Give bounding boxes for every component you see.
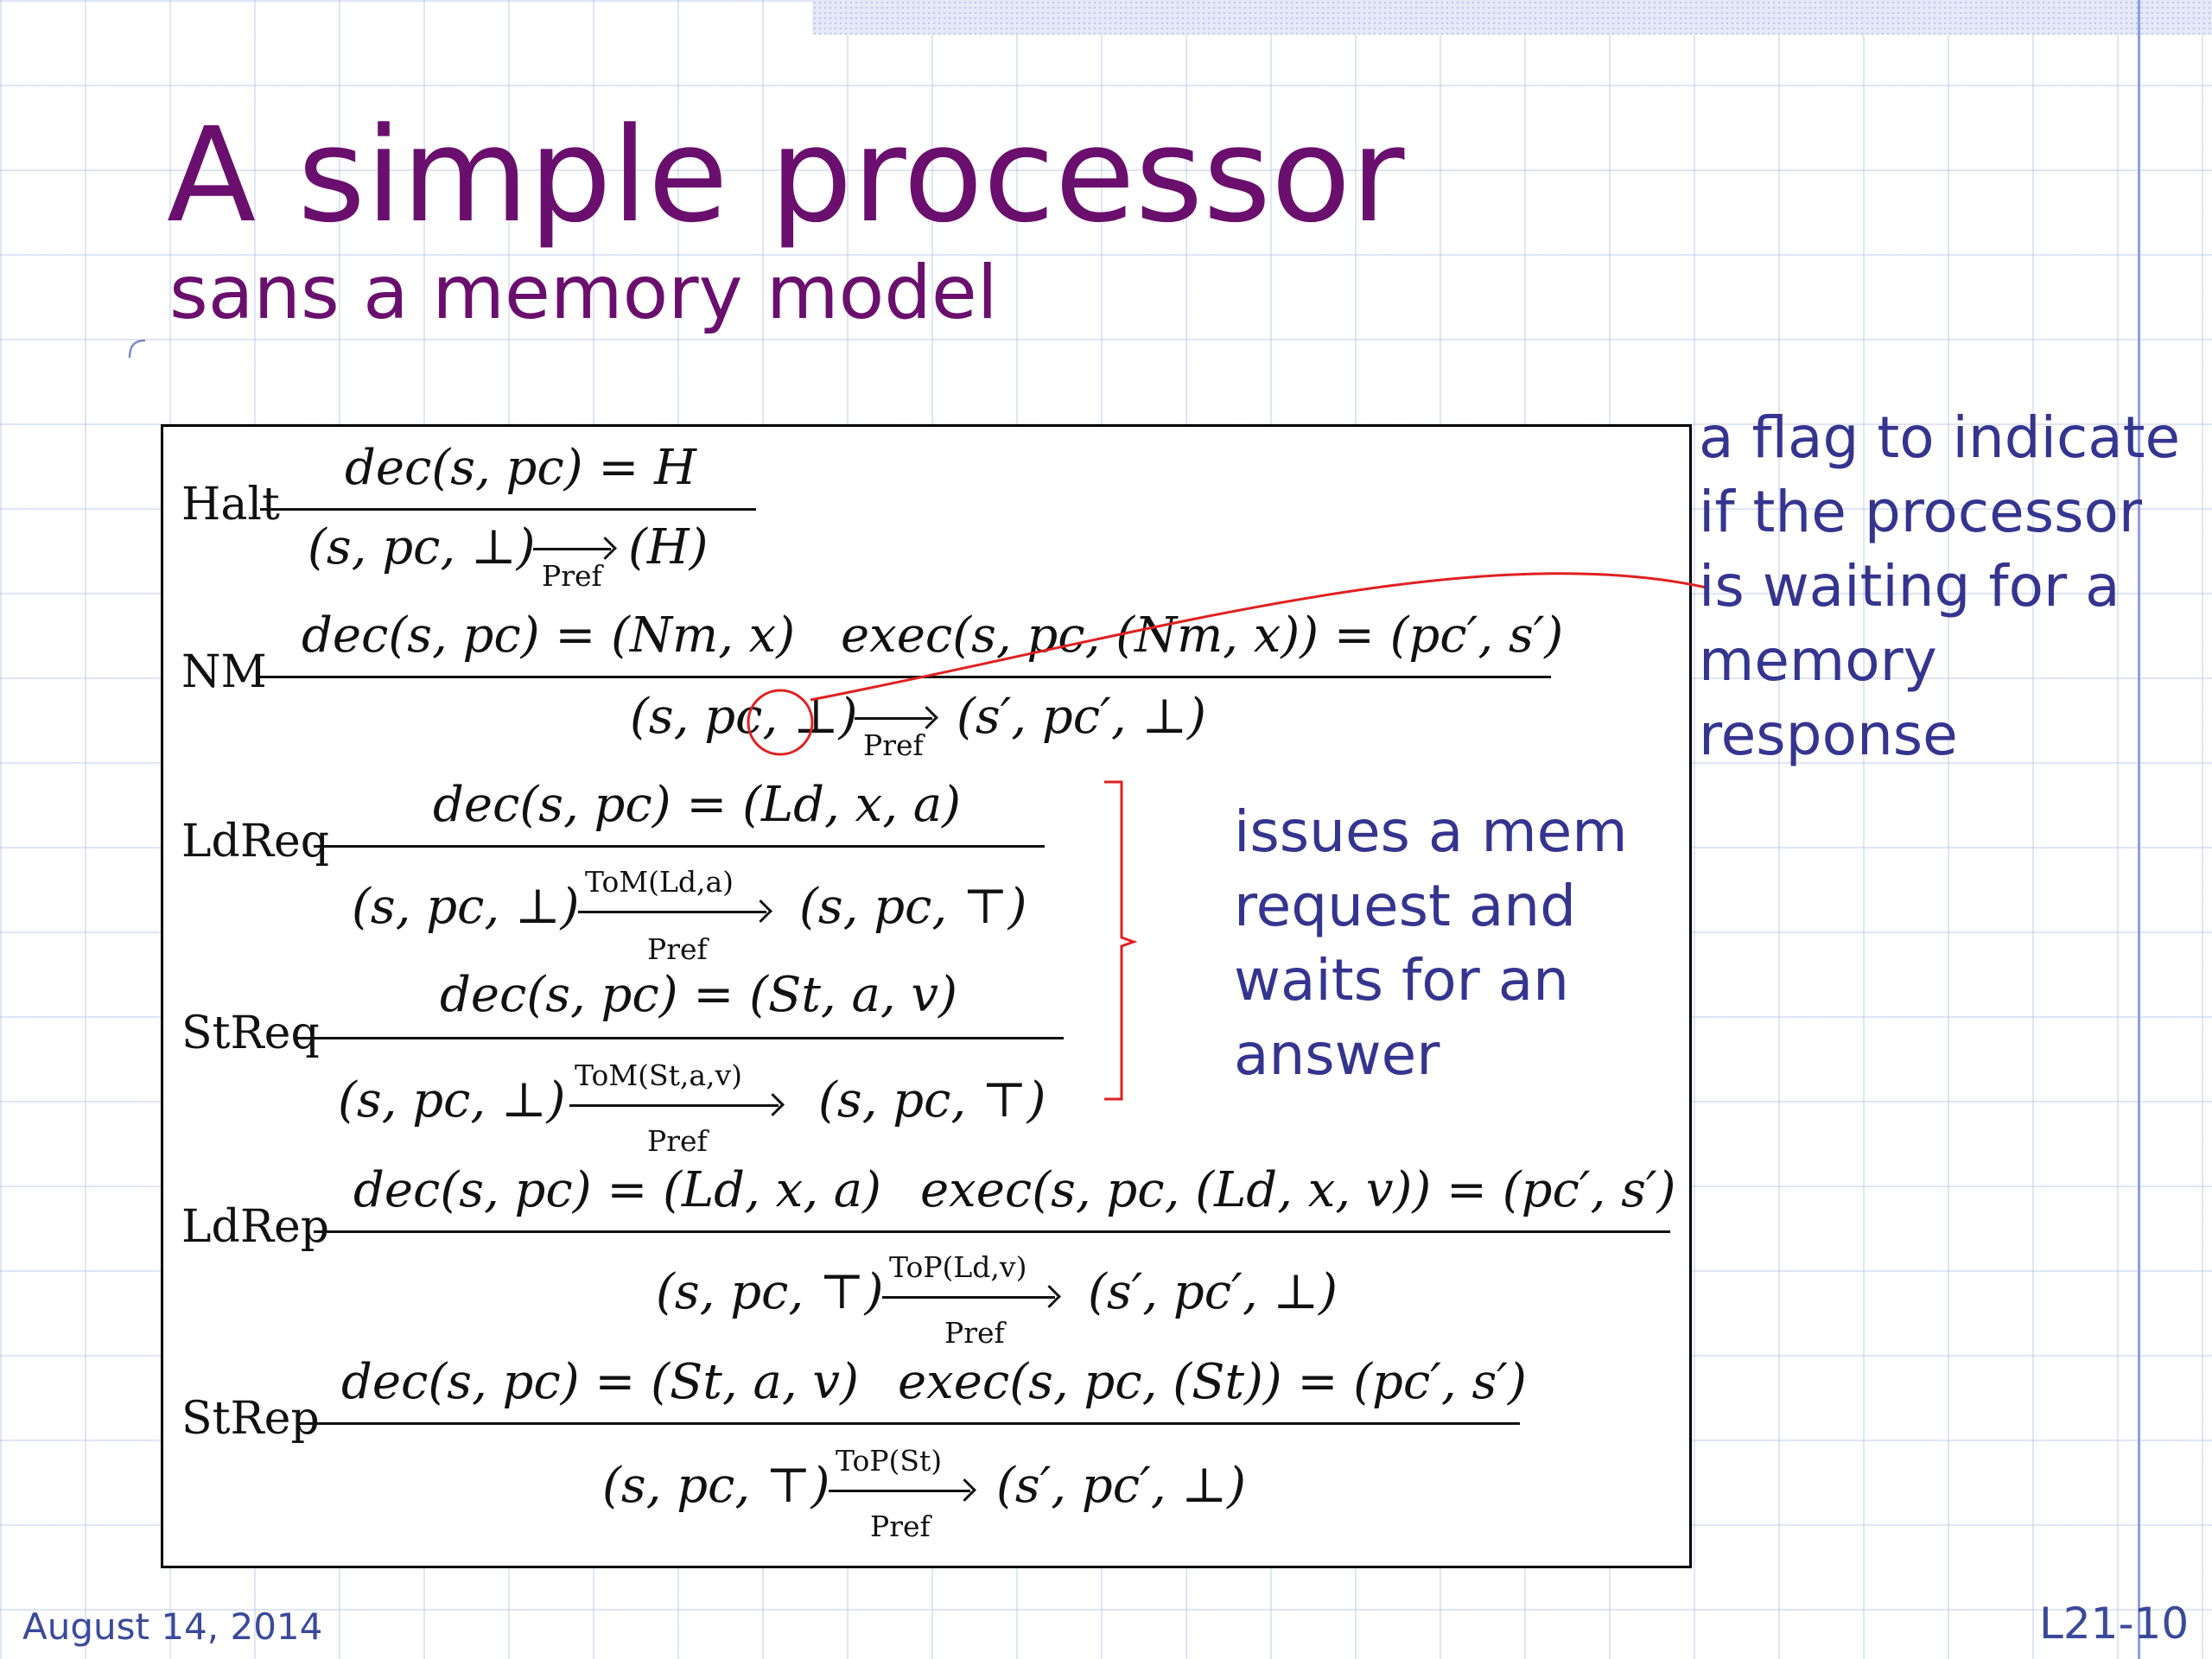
rule-conclusion-from: (s, pc, ⊥) [308, 519, 536, 575]
transition-arrow [882, 1296, 1055, 1299]
rule-conclusion-to: (s′, pc′, ⊥) [957, 689, 1206, 745]
inference-rules-box: Halt dec(s, pc) = H (s, pc, ⊥) Pref (H) … [161, 424, 1692, 1568]
note-line: is waiting for a [1699, 553, 2120, 620]
rule-conclusion-from: (s, pc, ⊥) [630, 689, 858, 745]
rule-conclusion-to: (s′, pc′, ⊥) [1088, 1264, 1338, 1320]
request-annotation: issues a mem request and waits for an an… [1234, 795, 1628, 1092]
slide-title: A simple processor [167, 99, 1405, 251]
rule-conclusion-to: (s, pc, ⊤) [818, 1072, 1046, 1128]
note-line: response [1699, 702, 1958, 768]
arrow-subscript: Pref [870, 1510, 931, 1543]
flag-annotation: a flag to indicate if the processor is w… [1699, 401, 2180, 772]
top-decorative-band [812, 0, 2212, 35]
rule-bar-ldreq [314, 845, 1045, 848]
rule-premise: dec(s, pc) = (St, a, v) [440, 967, 957, 1023]
rule-premise: dec(s, pc) = (Ld, x, a) [433, 777, 962, 833]
slide-number: L21-10 [2039, 1599, 2190, 1649]
vertical-guide-line [2138, 0, 2140, 1659]
arrow-label: ToM(St,a,v) [575, 1058, 743, 1092]
rule-premise: dec(s, pc) = (St, a, v) [341, 1354, 859, 1410]
rule-conclusion-to: (s′, pc′, ⊥) [996, 1458, 1246, 1514]
rule-label-streq: StReq [181, 1007, 320, 1059]
note-line: issues a mem [1234, 798, 1628, 865]
note-line: answer [1234, 1021, 1440, 1088]
rule-premise: exec(s, pc, (St)) = (pc′, s′) [898, 1354, 1527, 1410]
transition-arrow [569, 1104, 779, 1107]
rule-bar-streq [296, 1037, 1064, 1039]
rule-label-ldreq: LdReq [181, 816, 330, 868]
rule-conclusion-from: (s, pc, ⊥) [352, 879, 580, 935]
note-line: memory [1699, 627, 1937, 694]
arrow-label: ToP(St) [836, 1444, 943, 1478]
slide-subtitle: sans a memory model [169, 250, 998, 336]
rule-conclusion-from: (s, pc, ⊤) [656, 1264, 884, 1320]
transition-arrow [578, 911, 766, 913]
arrow-subscript: Pref [944, 1316, 1005, 1350]
rule-premise: dec(s, pc) = (Ld, x, a) [353, 1162, 882, 1218]
arrow-label: ToP(Ld,v) [889, 1250, 1027, 1284]
note-line: if the processor [1699, 479, 2142, 545]
transition-arrow [829, 1490, 970, 1492]
arrow-subscript: Pref [647, 1124, 708, 1158]
rule-conclusion-to: (s, pc, ⊤) [799, 879, 1027, 935]
rule-bar-halt [260, 508, 756, 511]
arrow-label: ToM(Ld,a) [585, 865, 734, 899]
rule-bar-ldrep [314, 1230, 1670, 1233]
rule-label-nm: NM [181, 646, 267, 698]
group-bracket [1104, 780, 1138, 1101]
rule-conclusion-from: (s, pc, ⊥) [338, 1072, 566, 1128]
note-line: request and [1234, 873, 1577, 939]
rule-label-halt: Halt [181, 479, 280, 531]
rule-conclusion-from: (s, pc, ⊤) [602, 1458, 830, 1514]
rule-label-ldrep: LdRep [181, 1201, 330, 1253]
rule-bar-nm [257, 676, 1551, 678]
rule-label-strep: StRep [181, 1393, 320, 1445]
footer-date: August 14, 2014 [22, 1605, 323, 1648]
arrow-subscript: Pref [647, 932, 708, 966]
rule-premise: exec(s, pc, (Ld, x, v)) = (pc′, s′) [920, 1162, 1676, 1218]
transition-arrow [855, 717, 932, 720]
transition-arrow [533, 548, 611, 550]
rule-premise: dec(s, pc) = H [345, 440, 696, 496]
note-line: waits for an [1234, 947, 1570, 1014]
curl-mark-icon [128, 339, 146, 359]
note-line: a flag to indicate [1699, 404, 2181, 471]
rule-bar-strep [296, 1422, 1520, 1425]
rule-premise: dec(s, pc) = (Nm, x) [302, 607, 796, 664]
highlight-circle [747, 689, 814, 756]
rule-conclusion-to: (H) [628, 519, 709, 575]
arrow-subscript: Pref [863, 728, 924, 762]
callout-line [810, 572, 1707, 702]
arrow-subscript: Pref [542, 559, 602, 593]
rule-premise: exec(s, pc, (Nm, x)) = (pc′, s′) [841, 607, 1564, 664]
